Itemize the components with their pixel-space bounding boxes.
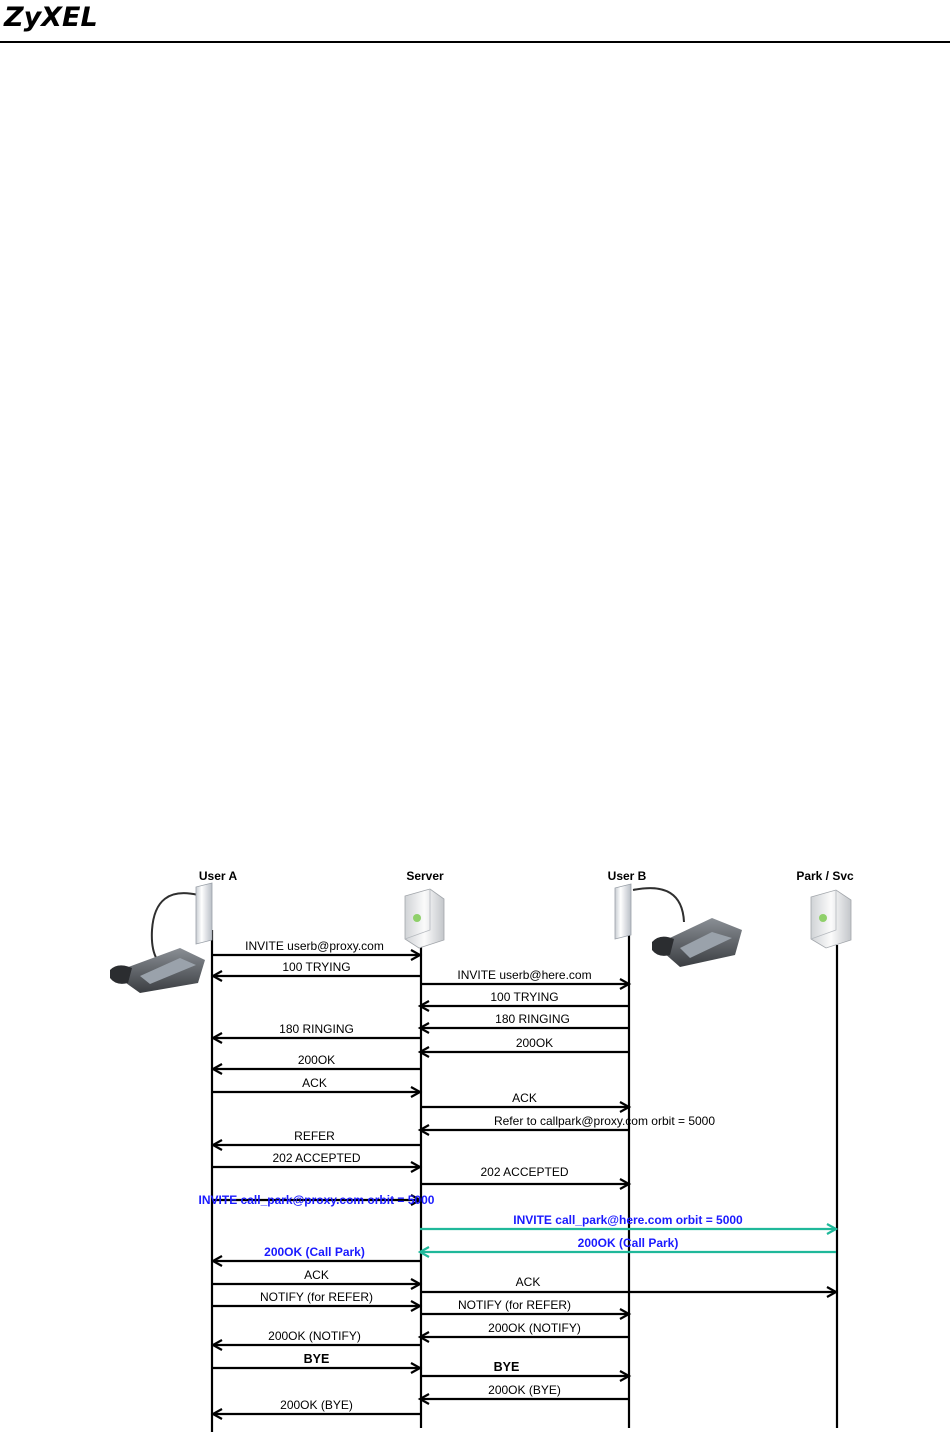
participant-label: User B [608, 869, 647, 883]
server-icon [405, 889, 444, 948]
message-label: 202 ACCEPTED [272, 1151, 360, 1165]
participant-label: Server [406, 869, 444, 883]
message-label: BYE [494, 1360, 520, 1374]
message-label: ACK [302, 1076, 327, 1090]
server-icon [811, 890, 851, 948]
message-label: 100 TRYING [282, 960, 350, 974]
participant-label: Park / Svc [796, 869, 854, 883]
message-label: ACK [512, 1091, 537, 1105]
message-label: 202 ACCEPTED [480, 1165, 568, 1179]
message-label: INVITE userb@proxy.com [245, 939, 384, 953]
participant-user-b: User B [608, 869, 742, 967]
message-label: INVITE call_park@proxy.com orbit = 5000 [199, 1193, 435, 1207]
message-label: INVITE call_park@here.com orbit = 5000 [513, 1213, 743, 1227]
message-label: INVITE userb@here.com [457, 968, 591, 982]
message-label: BYE [304, 1352, 330, 1366]
participant-park-svc: Park / Svc [796, 869, 854, 948]
message-label: 200OK (BYE) [280, 1398, 353, 1412]
participant-server: Server [405, 869, 444, 948]
message-label: 200OK (Call Park) [578, 1236, 679, 1250]
message-label: 200OK (BYE) [488, 1383, 561, 1397]
message-label: 180 RINGING [495, 1012, 570, 1026]
participant-label: User A [199, 869, 238, 883]
message-label: 200OK (Call Park) [264, 1245, 365, 1259]
message-label: ACK [516, 1275, 541, 1289]
message-label: NOTIFY (for REFER) [260, 1290, 373, 1304]
message-label: 200OK (NOTIFY) [268, 1329, 361, 1343]
message-label: 100 TRYING [490, 990, 558, 1004]
message-label: REFER [294, 1129, 335, 1143]
message-arrows: INVITE userb@proxy.com 100 TRYING INVITE u… [199, 939, 836, 1419]
message-label: ACK [304, 1268, 329, 1282]
message-label: 200OK (NOTIFY) [488, 1321, 581, 1335]
message-label: Refer to callpark@proxy.com orbit = 5000 [494, 1114, 715, 1128]
message-label: 180 RINGING [279, 1022, 354, 1036]
participant-user-a: User A [110, 869, 237, 993]
message-label: NOTIFY (for REFER) [458, 1298, 571, 1312]
message-label: 200OK [516, 1036, 553, 1050]
ip-phone-icon [110, 883, 212, 993]
ip-phone-icon [615, 884, 742, 967]
message-label: 200OK [298, 1053, 335, 1067]
